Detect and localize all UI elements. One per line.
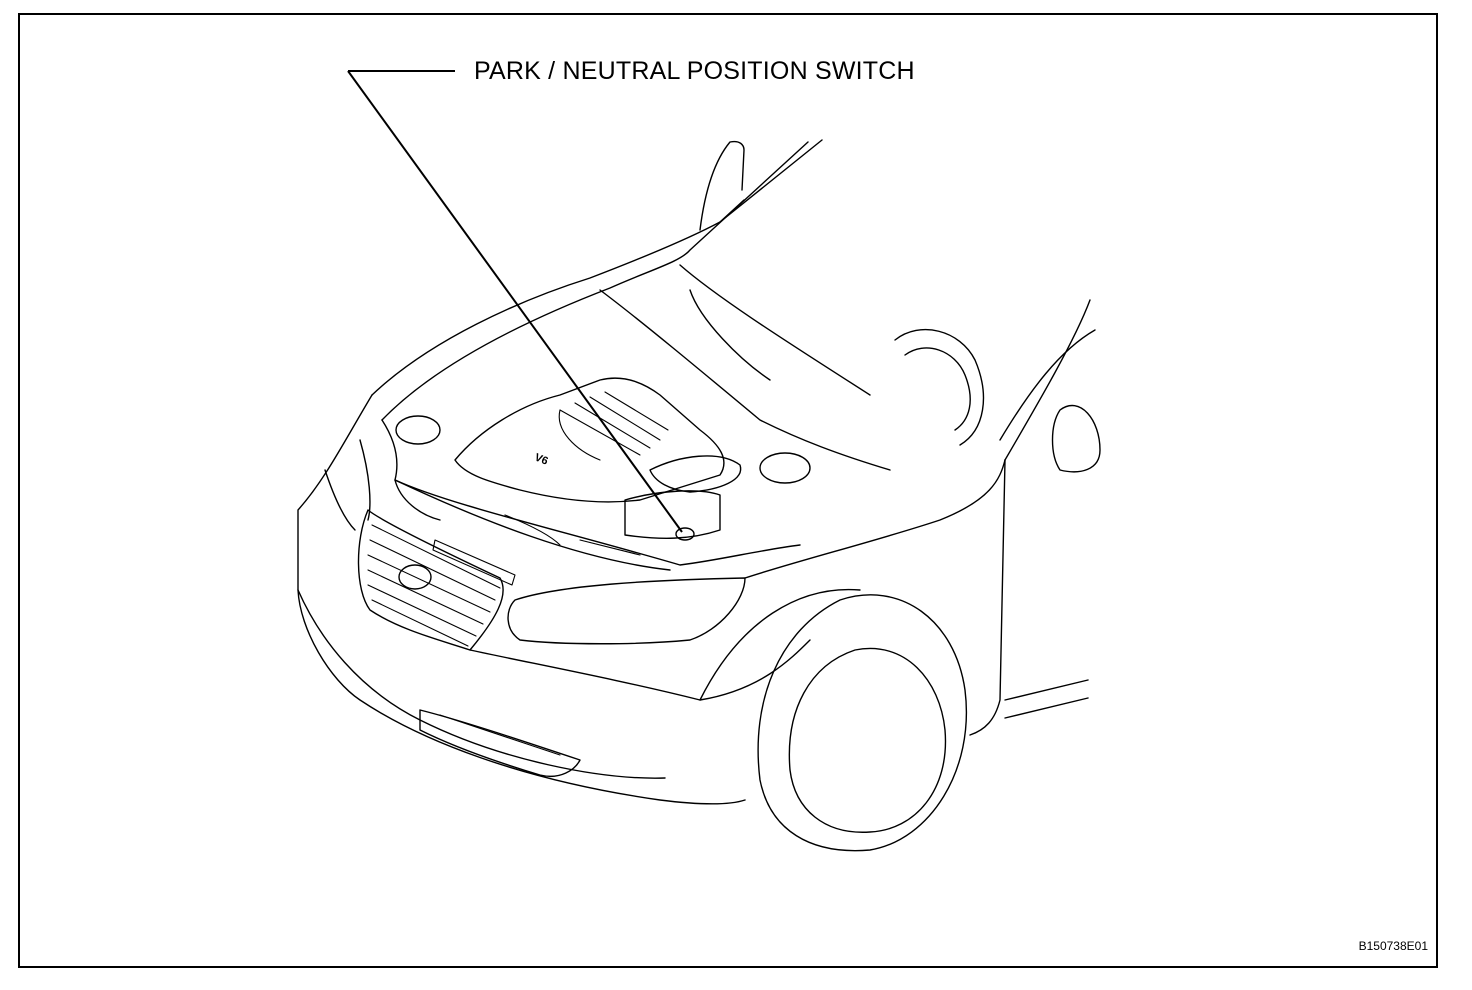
callout-leader [347,70,683,533]
diagram-frame [18,13,1438,968]
callout-label: PARK / NEUTRAL POSITION SWITCH [474,57,915,85]
figure-id-label: B150738E01 [1358,939,1428,953]
front-wheel [699,588,967,852]
raised-hood [371,139,823,421]
engine-badge: V6 [533,451,550,467]
engine-bay: V6 [381,264,891,571]
car-body [297,299,1101,805]
rear-wheel [894,328,985,446]
